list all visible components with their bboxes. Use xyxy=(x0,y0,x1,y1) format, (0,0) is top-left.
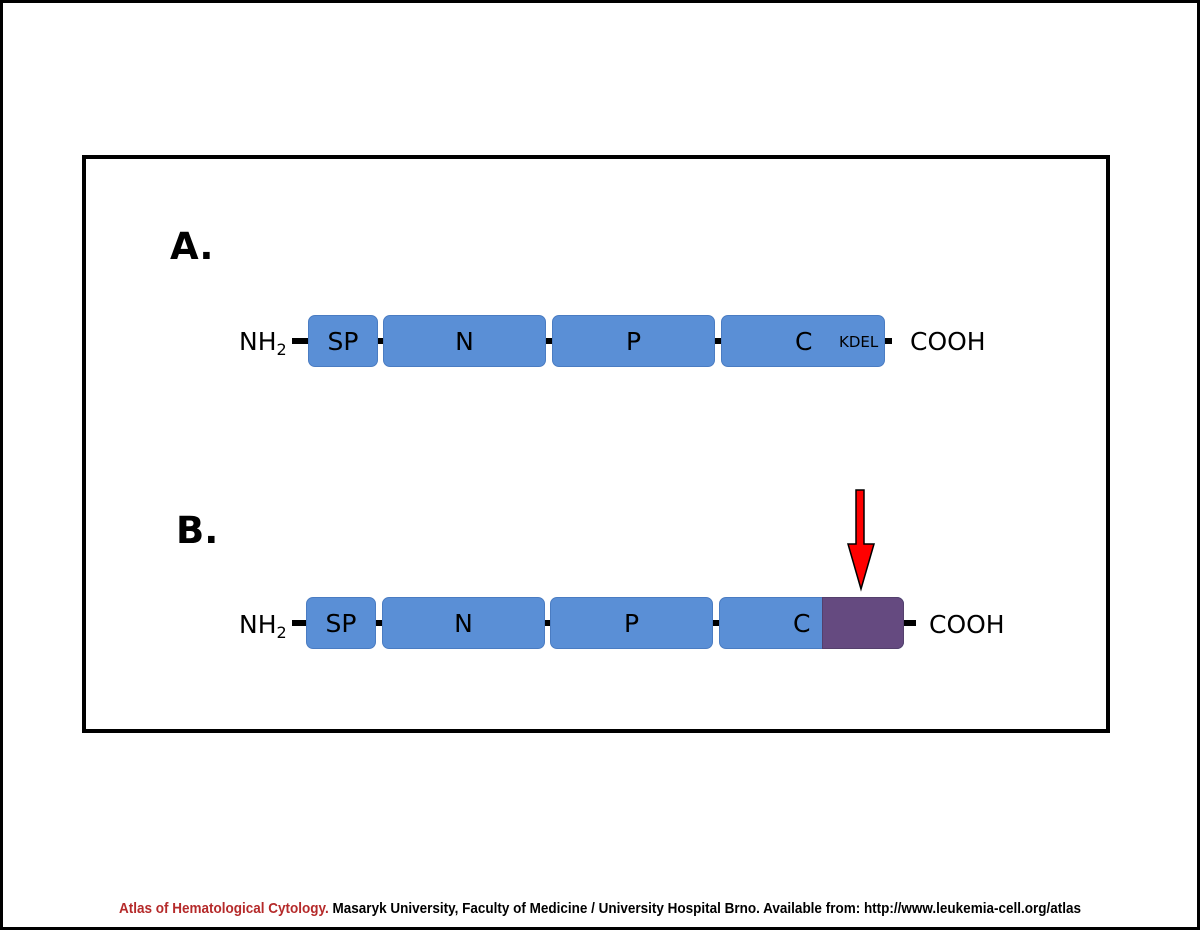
panel-a-domain-c-label: C xyxy=(795,327,813,356)
panel-a-c-terminus: COOH xyxy=(910,327,986,356)
panel-b-domain-n: N xyxy=(382,597,545,649)
panel-b-mutant-region xyxy=(822,597,904,649)
panel-a-label: A. xyxy=(170,225,214,268)
mutation-arrow-icon xyxy=(847,489,875,592)
panel-a-n-terminus: NH2 xyxy=(239,327,287,359)
diagram-panel xyxy=(82,155,1110,733)
footer-citation: Atlas of Hematological Cytology. Masaryk… xyxy=(60,900,1140,917)
panel-b-n-terminus: NH2 xyxy=(239,610,287,642)
panel-b-c-terminus: COOH xyxy=(929,610,1005,639)
panel-a-kdel-motif: KDEL xyxy=(839,333,879,351)
panel-b-label: B. xyxy=(176,509,219,552)
panel-b-domain-p: P xyxy=(550,597,713,649)
panel-a-domain-c: C KDEL xyxy=(721,315,885,367)
panel-a-domain-n: N xyxy=(383,315,546,367)
footer-source: Masaryk University, Faculty of Medicine … xyxy=(328,900,1081,917)
panel-b-domain-sp: SP xyxy=(306,597,376,649)
panel-b-domain-c-label: C xyxy=(793,609,811,638)
panel-a-domain-sp: SP xyxy=(308,315,378,367)
panel-a-domain-p: P xyxy=(552,315,715,367)
footer-atlas-title: Atlas of Hematological Cytology. xyxy=(119,900,329,917)
